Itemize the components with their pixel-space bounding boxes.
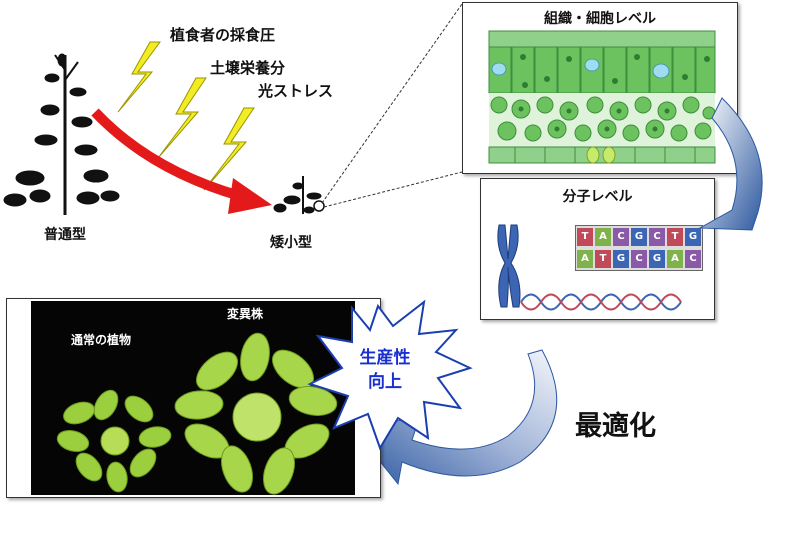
dna-base: A [577, 250, 593, 268]
leaf-cross-section [488, 30, 716, 164]
lightning-bolt-icon [117, 41, 161, 113]
optimize-label: 最適化 [575, 411, 656, 442]
dna-helix-icon [520, 293, 682, 311]
stress-factor-soil: 土壌栄養分 [210, 59, 286, 77]
dna-base: T [595, 250, 611, 268]
tissue-level-panel: 組織・細胞レベル [462, 2, 738, 174]
dwarf-plant-label: 矮小型 [270, 235, 312, 251]
plant-photo: 通常の植物 変異株 [31, 301, 355, 495]
stress-factor-light: 光ストレス [258, 82, 334, 100]
plant-photo-panel: 通常の植物 変異株 [6, 298, 381, 498]
tissue-level-title: 組織・細胞レベル [544, 11, 656, 27]
dna-base: T [577, 228, 593, 246]
dna-base: C [685, 250, 701, 268]
stress-factor-herbivory: 植食者の採食圧 [170, 26, 276, 44]
dwarf-plant-icon [273, 176, 322, 214]
dna-base: G [631, 228, 647, 246]
mutant-rosette [174, 332, 338, 495]
normal-rosette [56, 389, 172, 493]
optimize-arrow [354, 349, 558, 486]
dwarfing-arrow [91, 108, 242, 201]
productivity-label: 生産性 向上 [344, 346, 426, 394]
normal-plant-icon [3, 53, 120, 215]
mutant-plant-photo-label: 変異株 [227, 307, 264, 321]
normal-plant-label: 普通型 [44, 227, 86, 243]
dna-base: C [649, 228, 665, 246]
dna-base: C [631, 250, 647, 268]
normal-plant-photo-label: 通常の植物 [71, 333, 132, 347]
zoom-circle [313, 200, 325, 212]
dna-base: G [613, 250, 629, 268]
dna-base: G [649, 250, 665, 268]
chromosome-icon [497, 224, 521, 308]
dwarfing-arrow-head [228, 178, 272, 214]
tissue-to-molecular-arrow [698, 97, 763, 231]
lightning-bolt-icon [203, 107, 255, 191]
lightning-bolt-icon [157, 77, 207, 159]
dna-base: C [613, 228, 629, 246]
dna-base: A [595, 228, 611, 246]
rosettes [56, 332, 338, 495]
zoom-line [321, 3, 463, 204]
productivity-label-line2: 向上 [368, 372, 402, 392]
molecular-level-title: 分子レベル [562, 189, 633, 205]
dna-base: G [685, 228, 701, 246]
dna-base: T [667, 228, 683, 246]
productivity-label-line1: 生産性 [359, 348, 411, 368]
zoom-line [323, 171, 463, 208]
dna-base: A [667, 250, 683, 268]
